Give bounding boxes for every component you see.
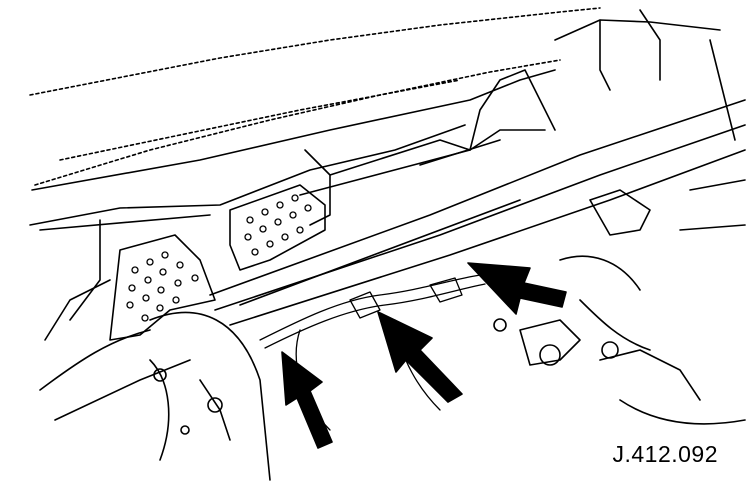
- right-components: [493, 179, 746, 425]
- callout-arrows: [281, 262, 567, 449]
- wiring-harness: [259, 274, 486, 431]
- callout-arrow-2: [377, 311, 463, 403]
- body-panel: [29, 9, 736, 231]
- figure-reference-code: J.412.092: [612, 441, 718, 467]
- plate-holes: [126, 194, 312, 322]
- wheel-arch: [39, 219, 271, 481]
- callout-arrow-1: [281, 351, 333, 449]
- bulkhead-rail: [209, 99, 746, 326]
- hood-panel: [29, 7, 601, 186]
- callout-arrow-3: [467, 262, 567, 315]
- mounting-bracket: [299, 69, 556, 226]
